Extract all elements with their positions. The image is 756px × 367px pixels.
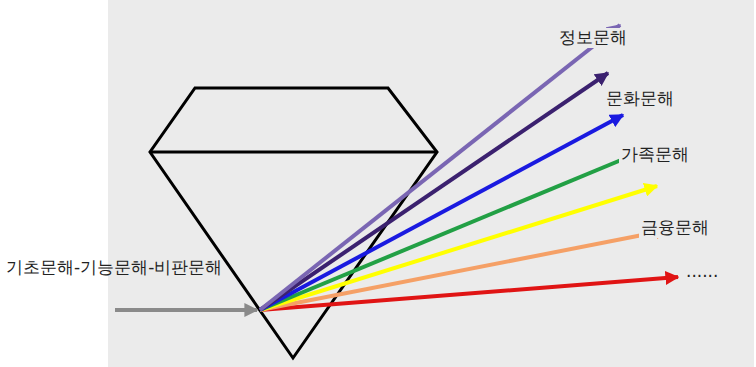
output-ray — [260, 115, 623, 310]
prism-girdle — [150, 151, 437, 154]
ray-label: 금융문해 — [639, 218, 711, 238]
ray-label: ...... — [684, 262, 720, 282]
output-ray — [260, 153, 638, 310]
ray-label: 문화문해 — [604, 89, 676, 109]
ray-label: 정보문해 — [557, 28, 629, 48]
ray-label: 가족문해 — [619, 145, 691, 165]
input-label: 기초문해-기능문해-비판문해 — [4, 258, 224, 278]
background-panel — [108, 0, 754, 367]
output-ray — [260, 25, 620, 310]
input-ray — [115, 308, 257, 312]
output-ray — [260, 73, 608, 310]
prism-outline — [150, 88, 437, 358]
